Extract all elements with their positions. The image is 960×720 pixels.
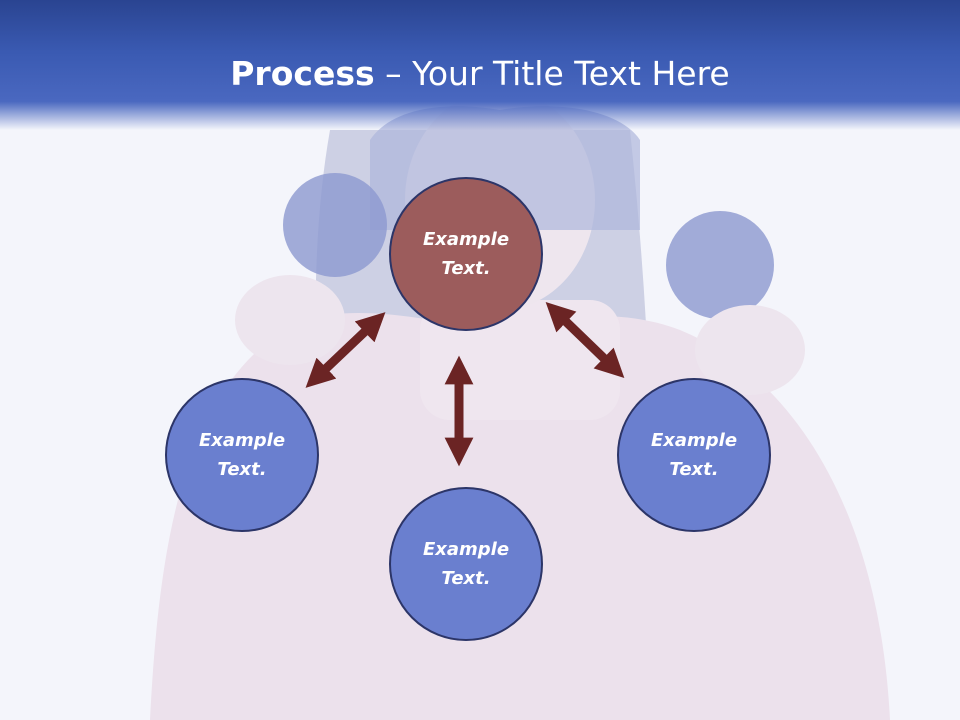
node-top-label: Example Text.	[422, 229, 510, 279]
node-left-label: Example Text.	[198, 430, 286, 480]
slide-title-separator: –	[374, 54, 413, 93]
slide-title-rest: Your Title Text Here	[412, 54, 730, 93]
node-right[interactable]: Example Text.	[617, 378, 771, 532]
node-bottom[interactable]: Example Text.	[389, 487, 543, 641]
slide-title: Process – Your Title Text Here	[0, 52, 960, 96]
node-right-label: Example Text.	[650, 430, 738, 480]
arrow-top-right-icon	[545, 301, 625, 379]
node-left[interactable]: Example Text.	[165, 378, 319, 532]
title-bar	[0, 0, 960, 130]
slide-title-bold: Process	[230, 54, 375, 93]
arrow-top-left-icon	[305, 312, 386, 388]
node-bottom-label: Example Text.	[422, 539, 510, 589]
node-top[interactable]: Example Text.	[389, 177, 543, 331]
